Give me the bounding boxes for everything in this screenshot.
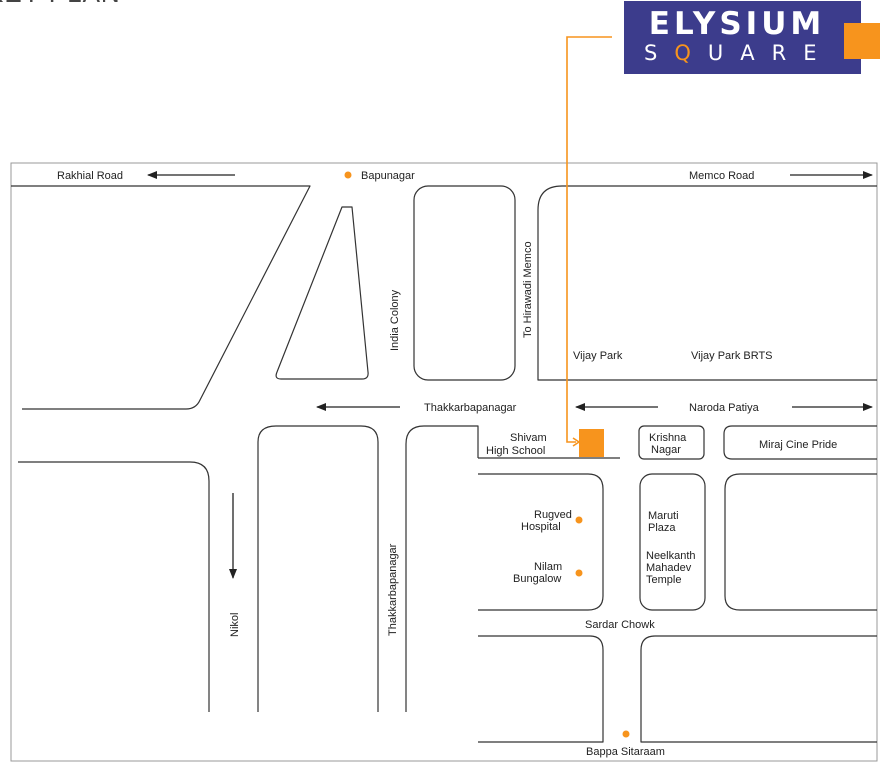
label-naroda-patiya: Naroda Patiya: [689, 402, 760, 414]
label-nilam-line2: Bungalow: [513, 573, 561, 585]
label-rugved-line2: Hospital: [521, 521, 561, 533]
logo-word-elysium: ELYSIUM: [648, 6, 826, 42]
label-krishna-line2: Nagar: [651, 444, 681, 456]
elysium-square-site-marker: [579, 429, 604, 457]
block-bottom-left: [478, 635, 604, 743]
label-shivam-line1: Shivam: [510, 432, 547, 444]
block-triangle-island: [275, 206, 369, 380]
label-thakkarbapanagar-road: Thakkarbapanagar: [424, 402, 517, 414]
logo-letter-s: S: [644, 41, 675, 65]
page-heading: KEY PLAN: [0, 0, 121, 9]
bapunagar-dot: [344, 171, 352, 179]
label-bappa-sitaraam: Bappa Sitaraam: [586, 746, 665, 758]
label-vijay-park: Vijay Park: [573, 350, 623, 362]
label-shivam-line2: High School: [486, 445, 545, 457]
label-krishna-line1: Krishna: [649, 432, 687, 444]
label-miraj-cine-pride: Miraj Cine Pride: [759, 439, 837, 451]
label-rugved-line1: Rugved: [534, 509, 572, 521]
block-left-mid: [18, 461, 210, 712]
bappa-sitaraam-dot: [622, 730, 630, 738]
block-krishna-nagar: [638, 425, 705, 460]
block-top-left: [11, 185, 311, 410]
label-maruti-line2: Plaza: [648, 522, 676, 534]
label-bapunagar: Bapunagar: [361, 170, 415, 182]
label-neelkanth-line3: Temple: [646, 574, 681, 586]
label-neelkanth-line1: Neelkanth: [646, 550, 696, 562]
label-nilam-line1: Nilam: [534, 561, 562, 573]
label-vijay-park-brts: Vijay Park BRTS: [691, 350, 773, 362]
label-neelkanth-line2: Mahadev: [646, 562, 692, 574]
label-sardar-chowk: Sardar Chowk: [585, 619, 655, 631]
block-bottom-right: [640, 635, 877, 743]
block-miraj: [723, 425, 877, 460]
site-pointer-line: [566, 36, 612, 443]
logo-orange-square: [844, 23, 880, 59]
block-far-right: [724, 473, 877, 611]
label-nikol: Nikol: [229, 613, 241, 637]
logo-word-square: SQUARE: [644, 41, 834, 65]
block-vijay-park: [537, 185, 877, 381]
nilam-bungalow-dot: [575, 569, 583, 577]
label-memco-road: Memco Road: [689, 170, 754, 182]
elysium-square-logo: ELYSIUM SQUARE: [624, 1, 880, 74]
label-thakkarbapanagar-vertical: Thakkarbapanagar: [387, 543, 399, 636]
block-center-column: [257, 425, 379, 712]
label-rakhial-road: Rakhial Road: [57, 170, 123, 182]
block-maruti-plaza: [639, 473, 706, 611]
block-thakkar-right: [405, 425, 479, 712]
logo-letters-uare: UARE: [707, 41, 834, 65]
label-india-colony: India Colony: [389, 289, 401, 351]
rugved-hospital-dot: [575, 516, 583, 524]
logo-letter-q: Q: [674, 41, 708, 65]
block-rugved: [478, 473, 604, 611]
map-frame: [10, 162, 878, 762]
label-maruti-line1: Maruti: [648, 510, 679, 522]
label-to-hirawadi-memco: To Hirawadi Memco: [522, 241, 534, 338]
block-india-colony: [413, 185, 516, 381]
